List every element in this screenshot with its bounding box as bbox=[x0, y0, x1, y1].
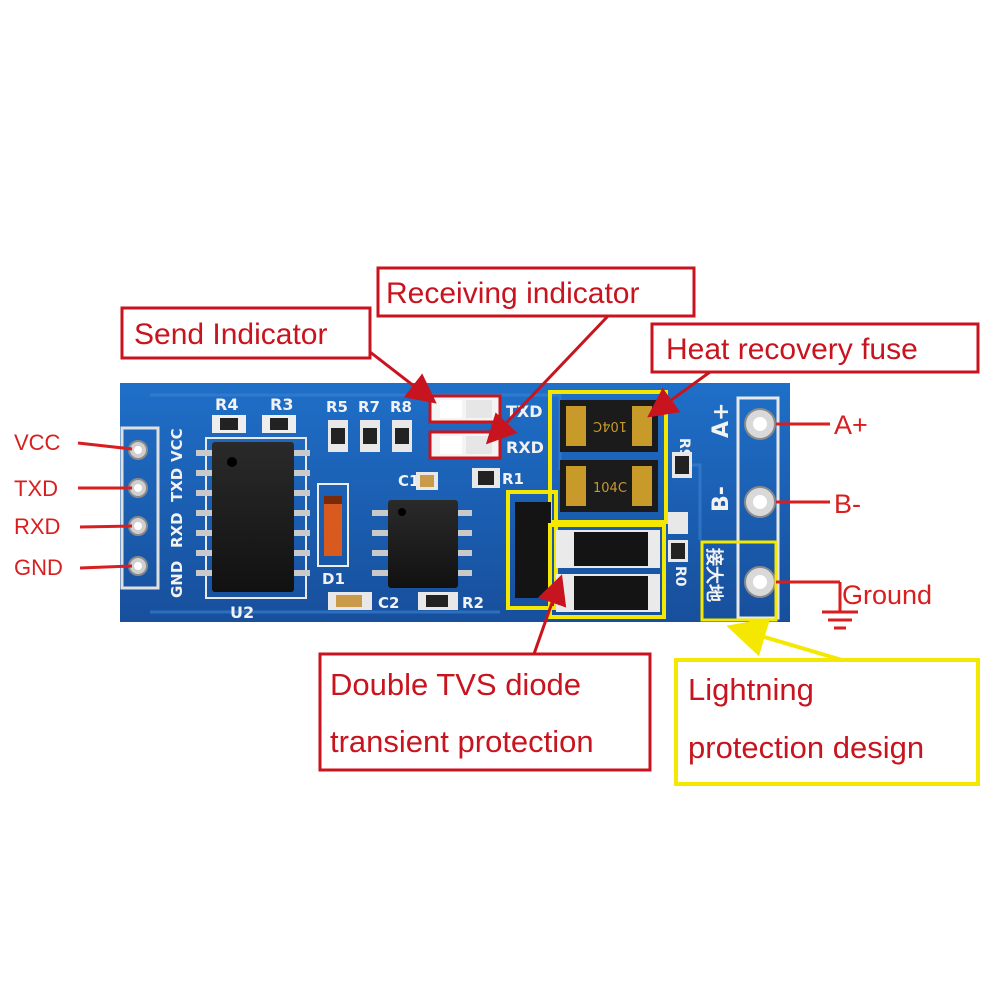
c2-r2: C2 R2 bbox=[328, 592, 484, 612]
silk-d1: D1 bbox=[322, 570, 345, 588]
ground-symbol bbox=[822, 582, 858, 630]
fuse-1-marking: 104C bbox=[593, 418, 627, 433]
silk-c1: C1 bbox=[398, 472, 419, 490]
silk-a-plus: A+ bbox=[709, 403, 734, 438]
tvs-diodes bbox=[506, 490, 666, 619]
callout-receiving-text: Receiving indicator bbox=[386, 277, 639, 310]
d1-diode: D1 bbox=[317, 483, 349, 588]
transceiver-chip bbox=[372, 500, 472, 588]
callout-fuse-text: Heat recovery fuse bbox=[666, 333, 918, 366]
silk-r8: R8 bbox=[390, 398, 412, 416]
callout-send-indicator: Send Indicator bbox=[120, 306, 437, 404]
pin-silk-labels: VCC TXD RXD GND bbox=[168, 428, 186, 598]
silk-r4: R4 bbox=[215, 395, 238, 414]
right-terminal-labels: A+ B- Ground bbox=[776, 410, 932, 630]
callout-tvs-line1: Double TVS diode bbox=[330, 667, 581, 702]
silk-r5: R5 bbox=[326, 398, 348, 416]
r9-r0: R9 R0 bbox=[668, 438, 692, 587]
silk-r7: R7 bbox=[358, 398, 380, 416]
silk-gnd: GND bbox=[168, 561, 186, 598]
callout-send-text: Send Indicator bbox=[134, 318, 327, 351]
silk-r0: R0 bbox=[672, 566, 688, 587]
callout-lightning: Lightning protection design bbox=[674, 617, 980, 786]
terminal-block: A+ B- 接大地 bbox=[703, 396, 780, 620]
label-ground: Ground bbox=[842, 580, 932, 610]
c1-r1: C1 R1 bbox=[398, 468, 524, 490]
silk-b-minus: B- bbox=[709, 486, 734, 512]
label-txd: TXD bbox=[14, 476, 58, 501]
callout-lightning-line2: protection design bbox=[688, 730, 924, 765]
left-pin-labels: VCC TXD RXD GND bbox=[14, 430, 133, 580]
callout-receiving-indicator: Receiving indicator bbox=[376, 266, 696, 445]
callout-tvs: Double TVS diode transient protection bbox=[318, 574, 652, 772]
u2-chip: U2 bbox=[196, 437, 310, 622]
resistors-r5-r7-r8: R5 R7 R8 bbox=[326, 398, 412, 452]
label-rxd: RXD bbox=[14, 514, 60, 539]
silk-r3: R3 bbox=[270, 395, 293, 414]
silk-u2: U2 bbox=[230, 603, 254, 622]
fuse-2-marking: 104C bbox=[593, 481, 627, 496]
silk-rxd: RXD bbox=[168, 512, 186, 548]
callout-tvs-line2: transient protection bbox=[330, 724, 594, 759]
silk-c2: C2 bbox=[378, 594, 399, 612]
resistors-r4-r3: R4 R3 bbox=[212, 395, 296, 433]
silk-rxd-led: RXD bbox=[506, 438, 544, 457]
callout-heat-fuse: Heat recovery fuse bbox=[647, 322, 980, 418]
label-vcc: VCC bbox=[14, 430, 61, 455]
silk-txd: TXD bbox=[168, 468, 186, 502]
label-a-plus: A+ bbox=[834, 410, 868, 440]
silk-vcc: VCC bbox=[168, 428, 186, 462]
label-b-minus: B- bbox=[834, 489, 861, 519]
heat-recovery-fuses: 104C 104C bbox=[548, 390, 668, 524]
label-gnd: GND bbox=[14, 555, 63, 580]
silk-r1: R1 bbox=[502, 470, 524, 488]
silk-r2: R2 bbox=[462, 594, 484, 612]
callout-lightning-line1: Lightning bbox=[688, 672, 814, 707]
silk-ground-cn: 接大地 bbox=[703, 548, 725, 602]
